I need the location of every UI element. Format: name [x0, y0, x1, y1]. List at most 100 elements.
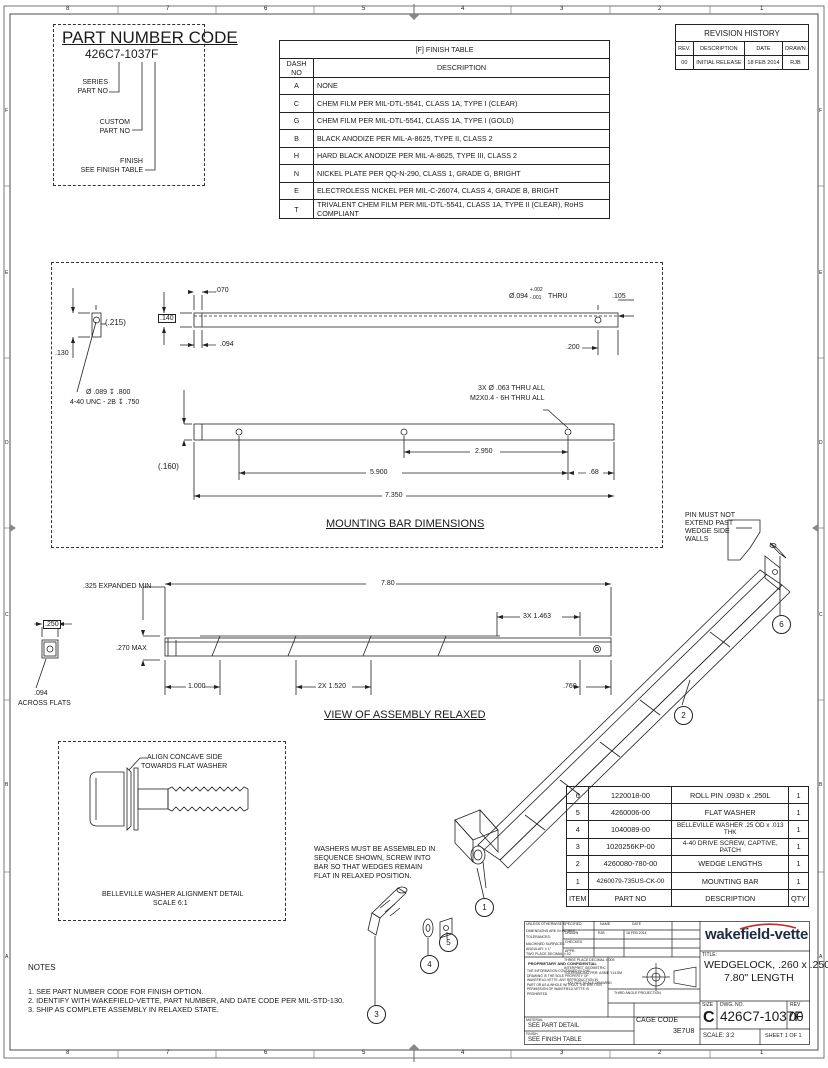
bom-part: 1220018-00	[588, 785, 673, 805]
pin-note-line: WEDGE SIDE	[685, 528, 730, 535]
zone-label: D	[5, 440, 9, 446]
zone-label: 5	[362, 1050, 366, 1056]
tap-spec: Ø .089 ↧ .800	[86, 389, 131, 396]
mounting-title: MOUNTING BAR DIMENSIONS	[326, 518, 485, 530]
bom-desc: WEDGE LENGTHS	[671, 854, 789, 873]
bom-header-cell: DESCRIPTION	[671, 889, 789, 908]
tb-sheet: SHEET 1 OF 1	[765, 1033, 802, 1039]
tb-title-2: 7.80" LENGTH	[724, 972, 794, 984]
tb-material: MATERIAL	[526, 1018, 544, 1022]
bom-item: 6	[565, 785, 590, 805]
tb-three-place: THREE PLACE DECIMAL ±.005	[564, 958, 615, 962]
bom-header-cell: ITEM	[565, 889, 590, 908]
bom-part: 4260080-780-00	[588, 854, 673, 873]
dim-760: .760	[563, 683, 577, 690]
washer-note-line: WASHERS MUST BE ASSEMBLED IN	[314, 846, 436, 853]
balloon-5: 5	[439, 933, 458, 952]
zone-label: 4	[461, 1050, 465, 1056]
zone-label: 7	[166, 1050, 170, 1056]
tb-rev: 00	[789, 1009, 804, 1024]
finish-label: FINISH	[120, 158, 143, 165]
dim-094: .094	[220, 341, 234, 348]
across-flats: ACROSS FLATS	[18, 700, 71, 707]
tb-date: DATE	[632, 922, 642, 926]
tb-size-label: SIZE	[702, 1002, 714, 1008]
zone-label: 6	[264, 1050, 268, 1056]
zone-label: B	[819, 782, 823, 788]
custom-label: PART NO	[99, 128, 130, 135]
zone-label: A	[819, 954, 823, 960]
bom-qty: 1	[788, 785, 809, 805]
notes-title: NOTES	[28, 963, 56, 972]
tb-interpret: INTERPRET GEOMETRIC	[564, 966, 606, 970]
expanded-min: .325 EXPANDED MIN	[83, 583, 152, 590]
tb-scale: SCALE: 3:2	[703, 1033, 735, 1039]
washer-note-line: FLAT IN RELAXED POSITION.	[314, 873, 412, 880]
zone-label: F	[5, 108, 9, 114]
tb-material-val: SEE PART DETAIL	[528, 1023, 580, 1029]
tb-machined: MACHINED SURFACES	[526, 942, 565, 946]
belleville-detail	[58, 741, 286, 921]
revision-history: REVISION HISTORY REV. DESCRIPTION DATE D…	[675, 24, 810, 70]
balloon-1: 1	[475, 898, 494, 917]
dim-215: (.215)	[105, 318, 126, 327]
finish-desc: TRIVALENT CHEM FILM PER MIL-DTL-5541, CL…	[313, 199, 610, 219]
hole-tol-plus: +.002	[530, 287, 543, 293]
bom-qty: 1	[788, 854, 809, 873]
bom-qty: 1	[788, 803, 809, 822]
tb-name: NAME	[600, 922, 611, 926]
holes-spec: 3X Ø .063 THRU ALL	[478, 385, 545, 392]
dim-1463: 3X 1.463	[523, 613, 552, 620]
zone-label: 2	[658, 6, 662, 12]
bom-item: 5	[565, 803, 590, 822]
zone-label: C	[819, 612, 823, 618]
bom-qty: 1	[788, 871, 809, 891]
tb-tolerancing: TOLERANCING PER: ASME Y14.5M	[564, 971, 623, 975]
zone-label: 3	[560, 6, 564, 12]
zone-label: 1	[760, 6, 764, 12]
dim-070: .070	[215, 287, 229, 294]
part-code-leaders	[109, 62, 156, 171]
bom-header-cell: QTY	[788, 889, 809, 908]
bom-desc: MOUNTING BAR	[671, 871, 789, 891]
zone-label: E	[5, 270, 9, 276]
tb-unless: UNLESS OTHERWISE SPECIFIED:	[526, 922, 583, 926]
bom-desc: 4-40 DRIVE SCREW, CAPTIVE, PATCH	[671, 837, 789, 856]
dim-7350: 7.350	[385, 492, 403, 499]
dim-140: .140	[158, 314, 176, 323]
zone-label: C	[5, 612, 9, 618]
dim-160: (.160)	[158, 462, 179, 471]
zone-label: 5	[362, 6, 366, 12]
note-item: 1. SEE PART NUMBER CODE FOR FINISH OPTIO…	[28, 987, 204, 996]
tb-drawn-date: 18 FEB 2014	[626, 931, 647, 935]
dim-250: .250	[43, 620, 61, 629]
dim-200: .200	[566, 344, 580, 351]
zone-label: 8	[66, 6, 70, 12]
dim-1000: 1.000	[188, 683, 206, 690]
bom-part: 1020256KP-00	[588, 837, 673, 856]
holes-spec: M2X0.4 - 6H THRU ALL	[470, 395, 545, 402]
tb-title-1: WEDGELOCK, .260 x .250,	[704, 959, 828, 971]
bom-desc: FLAT WASHER	[671, 803, 789, 822]
zone-label: A	[5, 954, 9, 960]
tap-spec: 4-40 UNC - 2B ↧ .750	[70, 399, 140, 406]
dim-270: .270 MAX	[116, 645, 147, 652]
title-block: UNLESS OTHERWISE SPECIFIED: DIMENSIONS A…	[524, 921, 828, 1045]
zone-label: 2	[658, 1050, 662, 1056]
align-note: TOWARDS FLAT WASHER	[141, 763, 228, 770]
tb-cage-label: CAGE CODE	[636, 1017, 679, 1024]
zone-label: 6	[264, 6, 268, 12]
part-number-code: PART NUMBER CODE 426C7-1037F SERIES PART…	[53, 24, 238, 186]
zone-label: 4	[461, 6, 465, 12]
tb-dwg-label: DWG. NO.	[720, 1002, 744, 1008]
series-label: PART NO	[77, 88, 108, 95]
revision-cell: RJB	[781, 55, 810, 70]
